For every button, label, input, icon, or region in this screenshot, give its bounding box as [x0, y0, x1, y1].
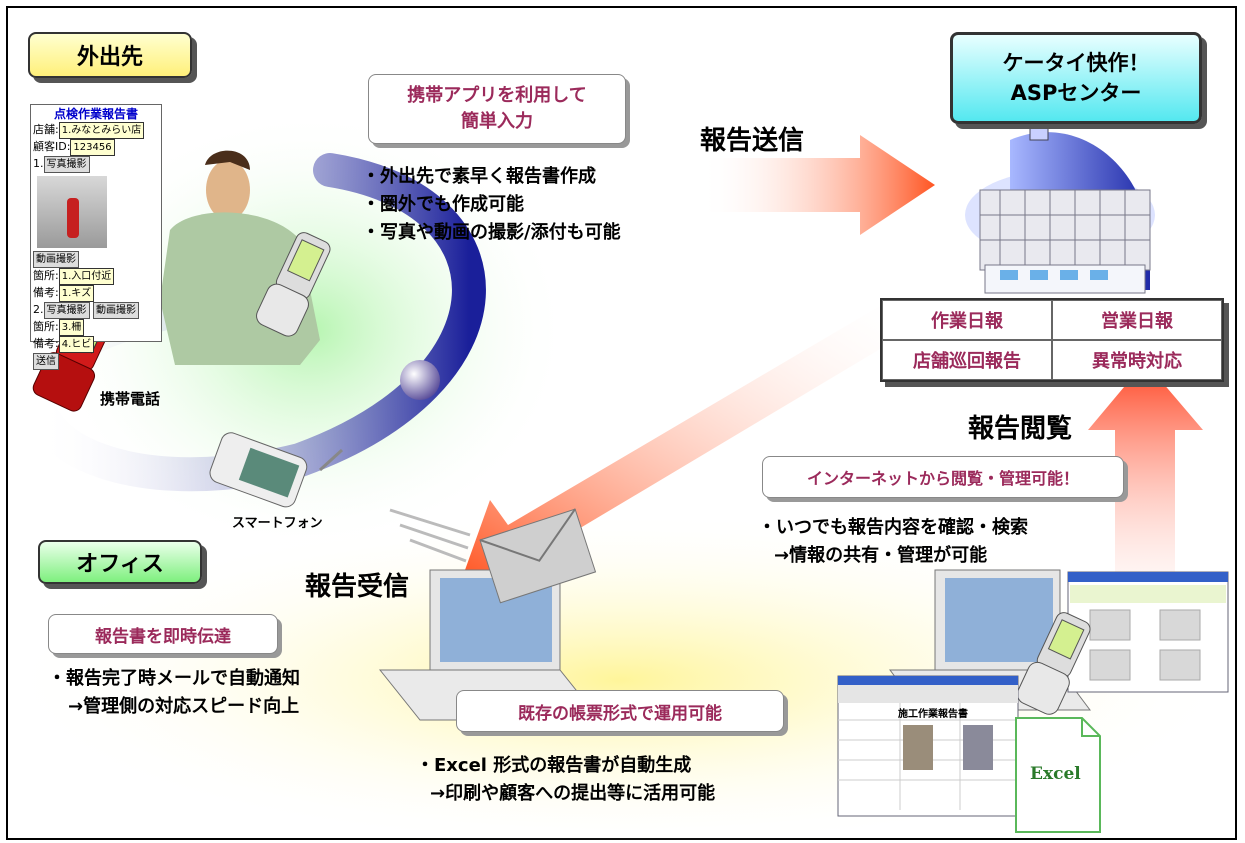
item2-label: 2.	[33, 303, 44, 316]
photo-button-2[interactable]: 写真撮影	[43, 302, 90, 319]
flow-send: 報告送信	[700, 126, 805, 156]
office-bullets: ・報告完了時メールで自動通知 →管理側の対応スピード向上	[48, 665, 300, 721]
item1-label: 1.	[33, 157, 44, 170]
customer-input[interactable]: 123456	[70, 139, 115, 156]
form-customer-row: 顧客ID:123456	[33, 139, 159, 156]
asp-center-line2: ASPセンター	[1010, 81, 1142, 105]
excel-file-icon: Excel	[1030, 764, 1081, 784]
sheet-title: 施工作業報告書	[898, 709, 968, 720]
outside-bullet-1: ・外出先で素早く報告書作成	[362, 166, 596, 187]
form-place-row: 箇所:1.入口付近	[33, 268, 159, 285]
instant-report-callout: 報告書を即時伝達	[48, 614, 278, 654]
report-type-store-patrol: 店舗巡回報告	[882, 340, 1052, 380]
internet-bullet-2: →情報の共有・管理が可能	[774, 545, 988, 566]
office-bullet-1: ・報告完了時メールで自動通知	[48, 668, 300, 689]
report-type-incident: 異常時対応	[1052, 340, 1222, 380]
place-select[interactable]: 1.入口付近	[58, 268, 115, 285]
report-type-work: 作業日報	[882, 300, 1052, 340]
place2-select[interactable]: 3.柵	[58, 319, 85, 336]
smartphone-label: スマートフォン	[232, 516, 323, 531]
store-label: 店舗:	[33, 123, 59, 136]
flow-view: 報告閲覧	[968, 414, 1073, 444]
photo-button[interactable]: 写真撮影	[43, 156, 90, 173]
video-button[interactable]: 動画撮影	[33, 251, 79, 268]
form-note-row: 備考:1.キズ	[33, 285, 159, 302]
place2-label: 箇所:	[33, 320, 59, 333]
form-title: 点検作業報告書	[53, 107, 138, 121]
app-callout-line2: 簡単入力	[461, 111, 533, 132]
form-note2-row: 備考:4.ヒビ	[33, 336, 159, 353]
form-item2-row: 2.写真撮影 動画撮影	[33, 302, 159, 319]
fire-extinguisher-icon	[67, 198, 79, 238]
note2-label: 備考:	[33, 337, 59, 350]
report-form: 点検作業報告書 店舗:1.みなとみらい店 顧客ID:123456 1.写真撮影 …	[30, 104, 162, 370]
app-callout-line1: 携帯アプリを利用して	[407, 85, 587, 106]
form-item1-row: 1.写真撮影	[33, 156, 159, 173]
report-types-grid: 作業日報 営業日報 店舗巡回報告 異常時対応	[880, 298, 1224, 382]
place-label: 箇所:	[33, 269, 59, 282]
video-button-2[interactable]: 動画撮影	[93, 302, 139, 319]
flow-receive: 報告受信	[305, 572, 410, 602]
form-store-row: 店舗:1.みなとみらい店	[33, 122, 159, 139]
photo-thumbnail	[37, 176, 107, 248]
send-button[interactable]: 送信	[33, 353, 59, 370]
form-place2-row: 箇所:3.柵	[33, 319, 159, 336]
note-select[interactable]: 1.キズ	[58, 285, 95, 302]
excel-bullet-1: ・Excel 形式の報告書が自動生成	[416, 755, 692, 776]
outside-label: 外出先	[28, 32, 192, 78]
office-bullet-2: →管理側の対応スピード向上	[68, 696, 300, 717]
outside-bullets: ・外出先で素早く報告書作成 ・圏外でも作成可能 ・写真や動画の撮影/添付も可能	[362, 163, 621, 247]
note2-select[interactable]: 4.ヒビ	[58, 336, 95, 353]
asp-center-line1: ケータイ快作！	[1002, 51, 1150, 75]
internet-bullet-1: ・いつでも報告内容を確認・検索	[758, 517, 1028, 538]
internet-callout: インターネットから閲覧・管理可能！	[762, 456, 1124, 498]
app-callout: 携帯アプリを利用して 簡単入力	[368, 74, 626, 144]
internet-bullets: ・いつでも報告内容を確認・検索 →情報の共有・管理が可能	[758, 514, 1028, 570]
phone-label: 携帯電話	[100, 390, 161, 408]
note-label: 備考:	[33, 286, 59, 299]
existing-format-callout: 既存の帳票形式で運用可能	[456, 690, 784, 732]
store-select[interactable]: 1.みなとみらい店	[58, 122, 145, 139]
excel-bullets: ・Excel 形式の報告書が自動生成 →印刷や顧客への提出等に活用可能	[416, 752, 715, 808]
excel-bullet-2: →印刷や顧客への提出等に活用可能	[430, 783, 716, 804]
report-type-sales: 営業日報	[1052, 300, 1222, 340]
outside-bullet-3: ・写真や動画の撮影/添付も可能	[362, 222, 621, 243]
customer-label: 顧客ID:	[33, 140, 71, 153]
asp-center-label: ケータイ快作！ ASPセンター	[950, 32, 1202, 124]
outside-bullet-2: ・圏外でも作成可能	[362, 194, 524, 215]
office-label: オフィス	[38, 540, 202, 584]
